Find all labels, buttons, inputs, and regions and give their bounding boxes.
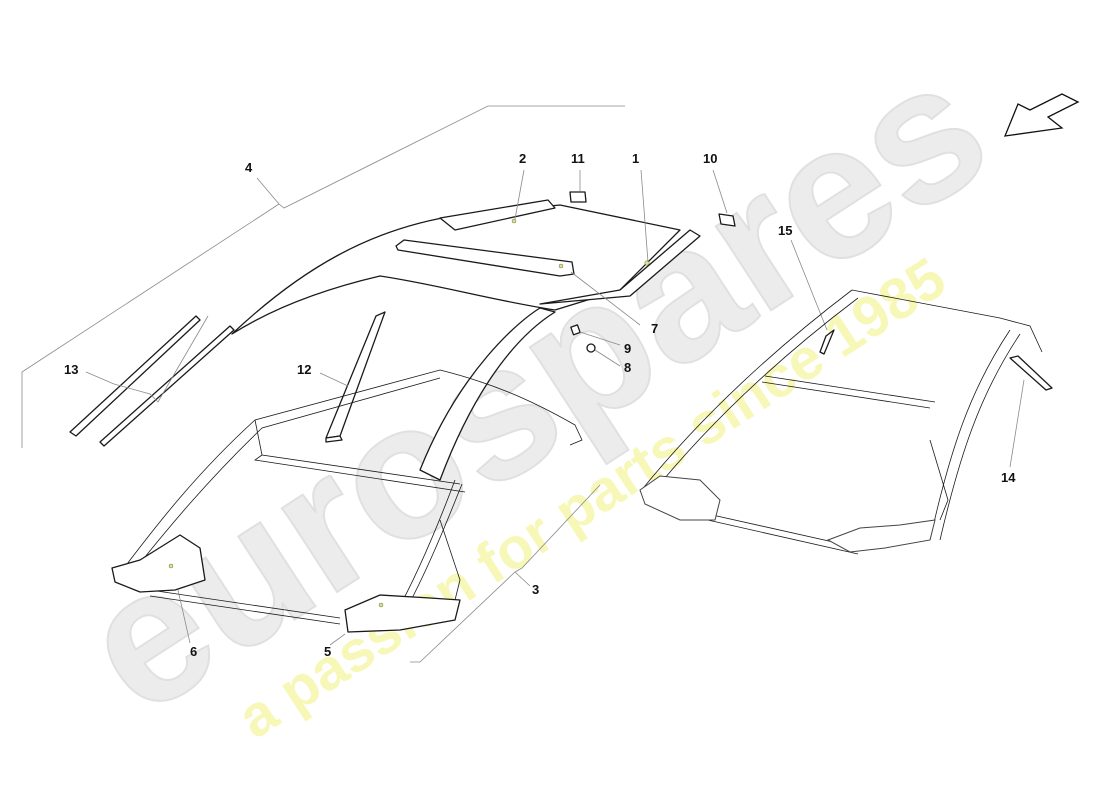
bracket-4 <box>21 105 625 448</box>
part-15-trim <box>790 239 835 355</box>
callout-1[interactable]: 1 <box>632 151 639 166</box>
bracket-3 <box>410 484 601 663</box>
callouts: 1 2 3 4 5 6 7 8 9 10 11 12 13 14 15 <box>64 151 1016 659</box>
callout-11[interactable]: 11 <box>571 151 585 166</box>
callout-10[interactable]: 10 <box>703 151 717 166</box>
callout-13[interactable]: 13 <box>64 362 78 377</box>
part-1-roof-panel <box>231 169 701 481</box>
callout-4[interactable]: 4 <box>245 160 253 175</box>
part-13-seals <box>69 315 235 447</box>
callout-6[interactable]: 6 <box>190 644 197 659</box>
callout-7[interactable]: 7 <box>651 321 658 336</box>
part-8-nut <box>586 343 621 367</box>
callout-9[interactable]: 9 <box>624 341 631 356</box>
direction-arrow-icon <box>1003 93 1080 137</box>
callout-3[interactable]: 3 <box>532 582 539 597</box>
callout-15[interactable]: 15 <box>778 223 792 238</box>
part-10-bracket <box>712 169 736 227</box>
callout-5[interactable]: 5 <box>324 644 331 659</box>
part-9-clip <box>570 324 621 346</box>
part-14-seal <box>1009 355 1053 468</box>
part-2-rail <box>395 169 641 326</box>
part-12-pillar <box>319 311 386 443</box>
part-3-frame <box>111 369 583 646</box>
alt-frame-view <box>639 289 1043 555</box>
callout-8[interactable]: 8 <box>624 360 631 375</box>
callout-2[interactable]: 2 <box>519 151 526 166</box>
callout-12[interactable]: 12 <box>297 362 311 377</box>
callout-14[interactable]: 14 <box>1001 470 1016 485</box>
part-11-bracket <box>569 170 587 203</box>
